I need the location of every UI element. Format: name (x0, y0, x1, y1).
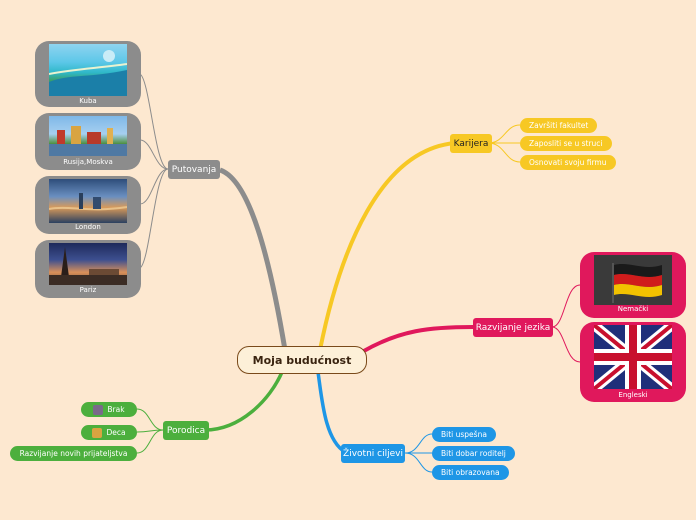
karijera-item[interactable]: Završiti fakultet (520, 118, 598, 133)
couple-icon (93, 404, 104, 415)
pariz-caption: Pariz (79, 286, 97, 294)
moskva-caption: Rusija,Moskva (63, 158, 113, 166)
branch-jezik-label: Razvijanje jezika (475, 322, 551, 333)
london-image (49, 179, 127, 223)
german-flag-image (594, 255, 672, 305)
porodica-item-label: Deca (106, 428, 126, 437)
pariz-image (49, 243, 127, 285)
card-pariz[interactable]: Pariz (35, 240, 141, 298)
moskva-image (49, 116, 127, 156)
ciljevi-item-label: Biti uspešna (441, 430, 487, 439)
porodica-item-label: Brak (107, 405, 125, 414)
ciljevi-item[interactable]: Biti uspešna (432, 427, 496, 442)
connector-porodica (204, 371, 284, 432)
ciljevi-item-label: Biti obrazovana (441, 468, 500, 477)
nemacki-caption: Nemački (617, 305, 649, 313)
card-engleski[interactable]: Engleski (580, 322, 686, 402)
karijera-item-label: Zaposliti se u struci (529, 139, 603, 148)
ciljevi-item[interactable]: Biti obrazovana (432, 465, 509, 480)
karijera-item-label: Završiti fakultet (529, 121, 589, 130)
connector-jezik (360, 325, 474, 354)
branch-ciljevi[interactable]: Životni ciljevi (341, 444, 405, 463)
porodica-item-brak[interactable]: Brak (81, 402, 137, 417)
connector-ciljevi (316, 371, 347, 454)
card-moskva[interactable]: Rusija,Moskva (35, 113, 141, 170)
central-topic[interactable]: Moja budućnost (237, 346, 367, 374)
branch-putovanja-label: Putovanja (171, 164, 217, 175)
karijera-item[interactable]: Zaposliti se u struci (520, 136, 612, 151)
uk-flag-image (594, 325, 672, 389)
kuba-image (49, 44, 127, 96)
central-topic-label: Moja budućnost (252, 353, 352, 367)
ciljevi-item-label: Biti dobar roditelj (441, 449, 506, 458)
card-nemacki[interactable]: Nemački (580, 252, 686, 318)
children-icon (92, 427, 103, 438)
branch-porodica[interactable]: Porodica (163, 421, 209, 440)
branch-porodica-label: Porodica (166, 425, 206, 436)
connector-putovanja (218, 167, 288, 351)
kuba-caption: Kuba (79, 97, 97, 105)
branch-jezik[interactable]: Razvijanje jezika (473, 318, 553, 337)
engleski-caption: Engleski (618, 391, 648, 399)
karijera-item[interactable]: Osnovati svoju firmu (520, 155, 616, 170)
card-kuba[interactable]: Kuba (35, 41, 141, 107)
porodica-item-prijateljstva[interactable]: Razvijanje novih prijateljstva (10, 446, 137, 461)
karijera-item-label: Osnovati svoju firmu (529, 158, 607, 167)
branch-karijera[interactable]: Karijera (450, 134, 492, 153)
branch-karijera-label: Karijera (453, 138, 489, 149)
porodica-item-label: Razvijanje novih prijateljstva (19, 449, 128, 458)
porodica-item-deca[interactable]: Deca (81, 425, 137, 440)
branch-putovanja[interactable]: Putovanja (168, 160, 220, 179)
connector-karijera (318, 141, 456, 351)
branch-ciljevi-label: Životni ciljevi (343, 448, 403, 459)
london-caption: London (75, 223, 101, 231)
ciljevi-item[interactable]: Biti dobar roditelj (432, 446, 515, 461)
card-london[interactable]: London (35, 176, 141, 234)
